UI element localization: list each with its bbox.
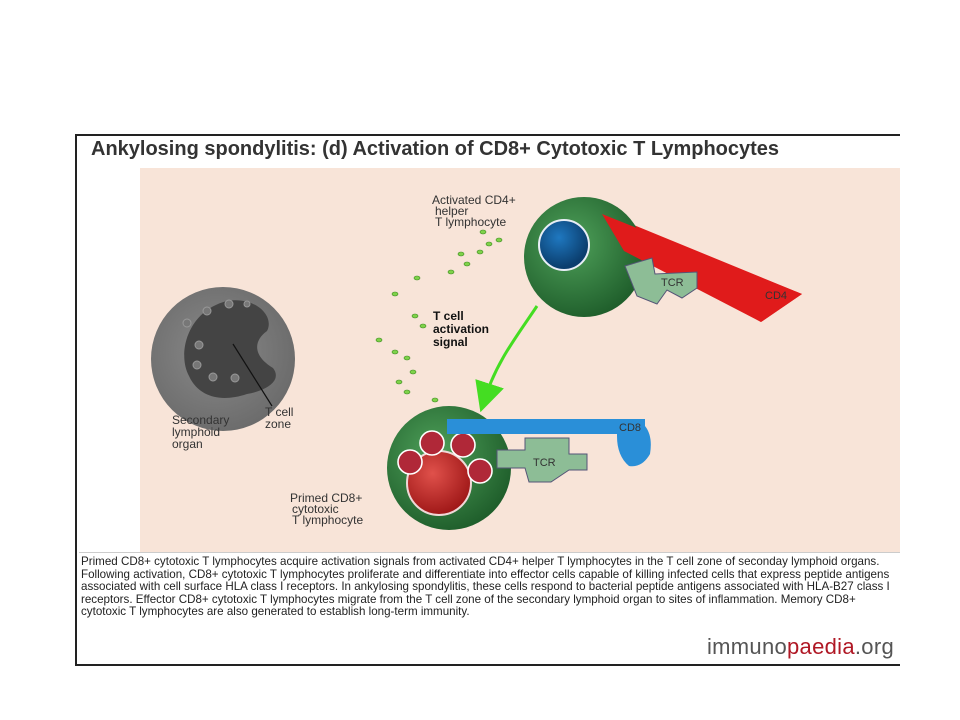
caption-text: Primed CD8+ cytotoxic T lymphocytes acqu… xyxy=(81,555,890,619)
primed-cd8-label-2: cytotoxic xyxy=(292,502,339,516)
activation-arrow xyxy=(475,305,539,413)
activated-cd4-cell xyxy=(524,197,802,322)
signal-label-3: signal xyxy=(433,335,468,349)
organ-label-1: Secondary xyxy=(172,413,229,427)
tcr-receptor-bottom xyxy=(496,437,588,483)
primed-cd8-label-1: Primed CD8+ xyxy=(290,491,362,505)
caption-divider xyxy=(79,552,900,553)
tcr-label-bottom: TCR xyxy=(533,457,556,469)
activated-cd4-label-1: Activated CD4+ xyxy=(432,193,516,207)
activated-cd4-label-3: T lymphocyte xyxy=(435,215,506,229)
figure-title: Ankylosing spondylitis: (d) Activation o… xyxy=(91,138,780,160)
tcr-receptor-top xyxy=(624,257,698,305)
immunopaedia-logo: immunopaedia.org xyxy=(707,634,894,660)
organ-label-2: lymphoid xyxy=(172,425,220,439)
figure-frame: Ankylosing spondylitis: (d) Activation o… xyxy=(75,134,900,666)
primed-cd8-label-3: T lymphocyte xyxy=(292,513,363,527)
logo-part-2: paedia xyxy=(787,634,855,659)
cd4-label: CD4 xyxy=(765,290,787,302)
primed-cd8-cell xyxy=(387,406,651,530)
activated-cd4-label-2: helper xyxy=(435,204,468,218)
logo-part-3: .org xyxy=(854,634,894,659)
signal-label-1: T cell xyxy=(433,309,464,323)
tcr-label-top: TCR xyxy=(661,277,684,289)
signal-label-2: activation xyxy=(433,322,489,336)
cd8-label: CD8 xyxy=(619,422,641,434)
tcell-zone-label-2: zone xyxy=(265,417,291,431)
tcell-zone-label-1: T cell xyxy=(265,405,293,419)
organ-label-3: organ xyxy=(172,437,203,451)
logo-part-1: immuno xyxy=(706,634,788,659)
diagram: Secondary lymphoid organ T cell zone TCR… xyxy=(140,168,900,552)
secondary-lymphoid-organ xyxy=(151,287,295,431)
